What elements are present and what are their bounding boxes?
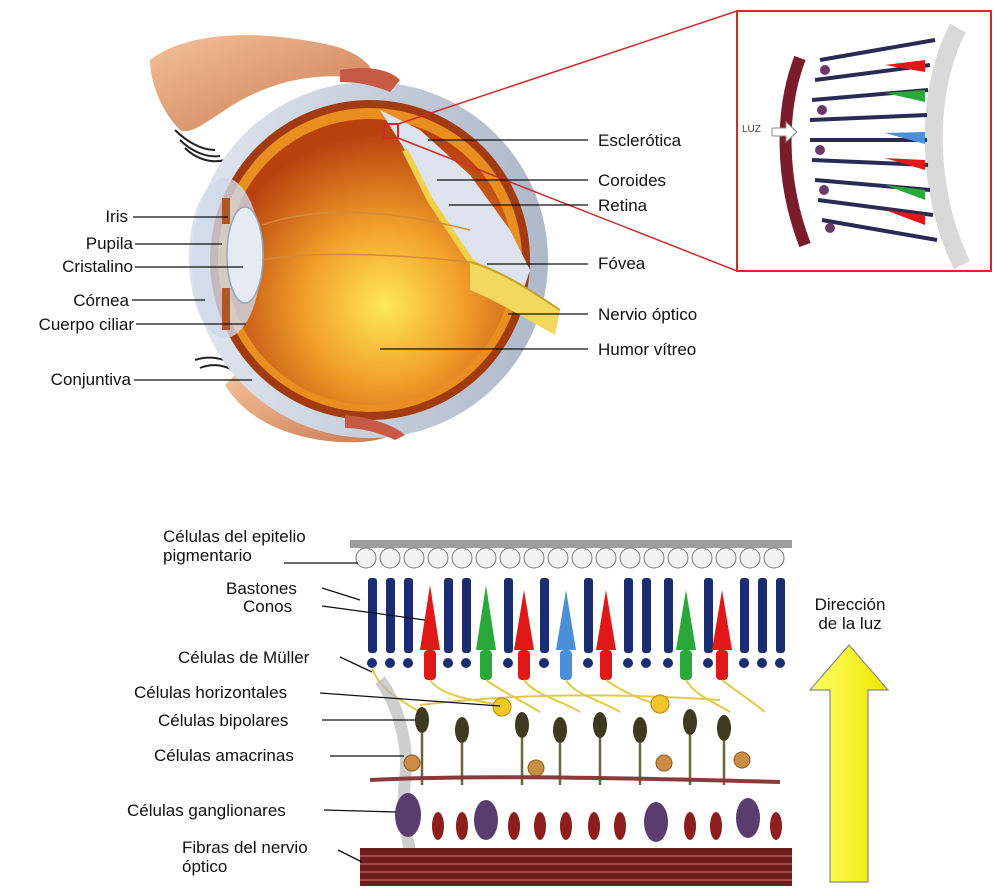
label-cornea: Córnea <box>73 291 129 310</box>
label-ganglionares: Células ganglionares <box>127 801 286 820</box>
iris-band <box>222 198 230 224</box>
eyelashes-upper <box>175 130 225 161</box>
label-conjuntiva: Conjuntiva <box>51 370 131 389</box>
horizontal-cells <box>493 695 669 716</box>
label-retina: Retina <box>598 196 647 215</box>
label-direccion-line2: de la luz <box>800 614 900 633</box>
bipolar-cells <box>415 707 731 743</box>
label-direccion-luz: Dirección de la luz <box>800 595 900 633</box>
label-coroides: Coroides <box>598 171 666 190</box>
label-cuerpo-ciliar: Cuerpo ciliar <box>39 315 134 334</box>
pigment-epithelium-cells <box>356 548 784 568</box>
label-epitelio-line2: pigmentario <box>163 546 306 565</box>
retina-inset-frame <box>736 10 992 272</box>
label-esclerotica: Esclerótica <box>598 131 681 150</box>
label-epitelio-line1: Células del epitelio <box>163 527 306 546</box>
label-fibras-line2: óptico <box>182 857 308 876</box>
label-luz: LUZ <box>742 124 761 135</box>
label-conos: Conos <box>243 597 292 616</box>
label-bipolares: Células bipolares <box>158 711 288 730</box>
label-direccion-line1: Dirección <box>800 595 900 614</box>
label-bastones: Bastones <box>226 579 297 598</box>
label-nervio-optico: Nervio óptico <box>598 305 697 324</box>
label-pupila: Pupila <box>86 234 133 253</box>
label-fibras-nervio-optico: Fibras del nervio óptico <box>182 838 308 876</box>
label-humor-vitreo: Humor vítreo <box>598 340 696 359</box>
retina-layer-diagram <box>350 540 792 886</box>
label-horizontales: Células horizontales <box>134 683 287 702</box>
label-amacrinas: Células amacrinas <box>154 746 294 765</box>
ganglion-cells <box>395 793 760 842</box>
lens <box>227 207 263 303</box>
label-iris: Iris <box>105 207 128 226</box>
label-fovea: Fóvea <box>598 254 645 273</box>
muller-cell <box>380 680 415 870</box>
light-direction-arrow <box>810 645 888 882</box>
eye-cross-section <box>150 11 737 442</box>
label-fibras-line1: Fibras del nervio <box>182 838 308 857</box>
label-muller: Células de Müller <box>178 648 309 667</box>
amacrine-cells <box>404 752 750 776</box>
label-epitelio-pigmentario: Células del epitelio pigmentario <box>163 527 306 565</box>
label-cristalino: Cristalino <box>62 257 133 276</box>
